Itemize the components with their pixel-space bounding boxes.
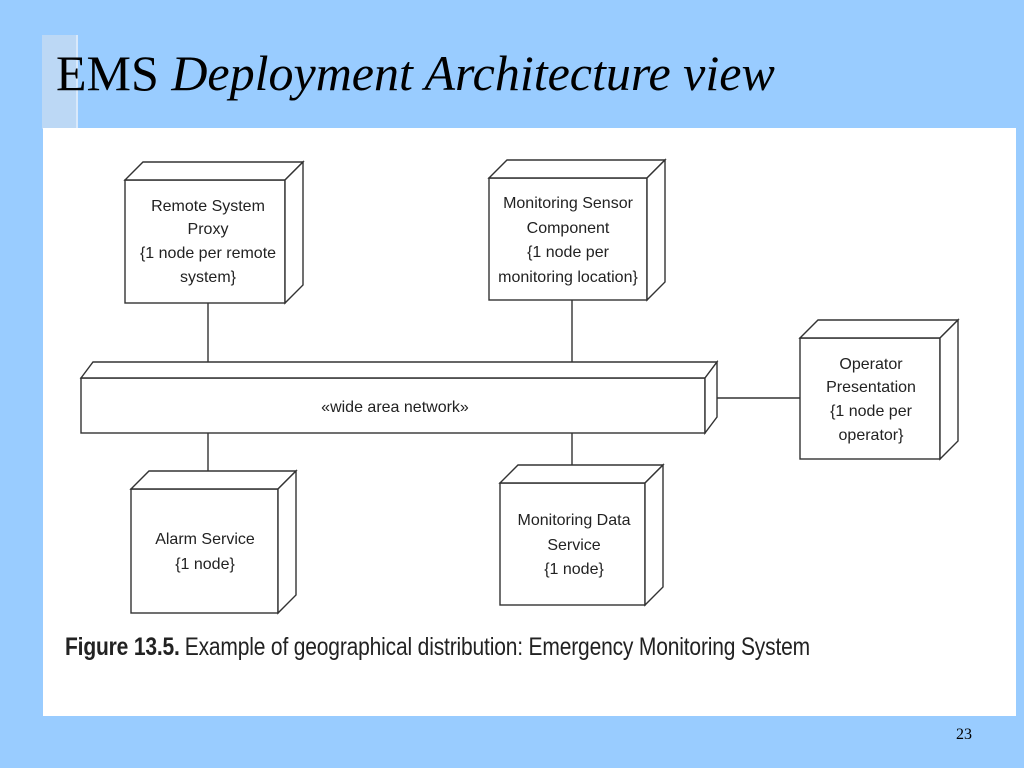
slide-title: EMS Deployment Architecture view [56, 38, 775, 108]
figure-caption: Figure 13.5.Example of geographical dist… [65, 633, 810, 662]
deployment-diagram: Remote System Proxy {1 node per remote s… [79, 158, 960, 615]
node-label: Operator [839, 356, 903, 373]
node-operator-presentation: Operator Presentation {1 node per operat… [798, 318, 960, 461]
node-label: {1 node per [830, 403, 913, 420]
node-label: Remote System [151, 198, 265, 215]
node-label: Component [527, 220, 610, 237]
node-label: {1 node} [544, 561, 604, 578]
node-label: monitoring location} [498, 269, 638, 286]
node-label: Monitoring Sensor [503, 195, 634, 212]
node-monitoring-data-service: Monitoring Data Service {1 node} [498, 463, 665, 607]
network-bar: «wide area network» [79, 359, 719, 436]
slide-number: 23 [956, 726, 972, 743]
figure-caption-text: Example of geographical distribution: Em… [184, 633, 810, 661]
slide-title-plain: EMS [56, 45, 159, 101]
slide-title-italic: Deployment Architecture view [171, 45, 775, 101]
node-label: system} [180, 269, 237, 286]
node-label: Alarm Service [155, 531, 255, 548]
node-monitoring-sensor-component: Monitoring Sensor Component {1 node per … [487, 158, 667, 302]
figure-panel: Remote System Proxy {1 node per remote s… [43, 128, 1016, 716]
node-label: {1 node} [175, 556, 235, 573]
title-accent-block [42, 35, 78, 129]
network-label: «wide area network» [321, 399, 469, 416]
figure-number: Figure 13.5. [65, 633, 180, 661]
node-label: Monitoring Data [518, 512, 631, 529]
node-remote-system-proxy: Remote System Proxy {1 node per remote s… [123, 160, 305, 305]
node-label: Presentation [826, 379, 916, 396]
node-label: {1 node per [527, 244, 610, 261]
node-label: Proxy [188, 221, 229, 238]
node-alarm-service: Alarm Service {1 node} [129, 469, 298, 615]
node-label: Service [547, 537, 600, 554]
node-label: operator} [839, 427, 905, 444]
node-label: {1 node per remote [140, 245, 276, 262]
